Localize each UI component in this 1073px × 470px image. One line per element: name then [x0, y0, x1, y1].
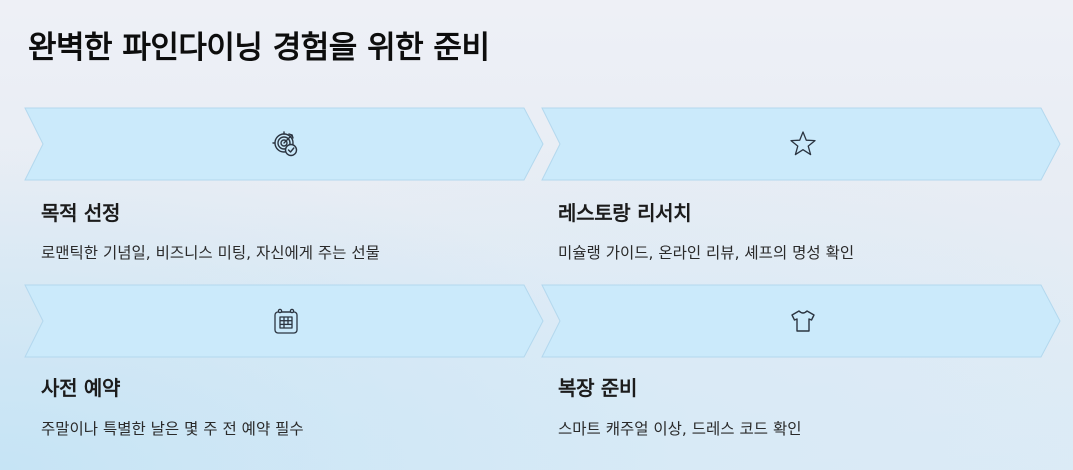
- step-heading: 사전 예약: [41, 376, 121, 400]
- chevron-banner: [24, 284, 544, 358]
- step-restaurant-research: 레스토랑 리서치 미슐랭 가이드, 온라인 리뷰, 셰프의 명성 확인: [541, 107, 1061, 262]
- chevron-banner: [541, 284, 1061, 358]
- step-heading: 목적 선정: [41, 201, 121, 225]
- step-purpose: 목적 선정 로맨틱한 기념일, 비즈니스 미팅, 자신에게 주는 선물: [24, 107, 544, 262]
- step-description: 미슐랭 가이드, 온라인 리뷰, 셰프의 명성 확인: [558, 244, 855, 262]
- step-description: 스마트 캐주얼 이상, 드레스 코드 확인: [558, 420, 802, 438]
- step-description: 로맨틱한 기념일, 비즈니스 미팅, 자신에게 주는 선물: [41, 244, 380, 262]
- chevron-shape: [24, 107, 544, 181]
- page-title: 완벽한 파인다이닝 경험을 위한 준비: [28, 30, 490, 66]
- star-icon: [790, 131, 816, 156]
- step-reservation: 사전 예약 주말이나 특별한 날은 몇 주 전 예약 필수: [24, 284, 544, 438]
- tshirt-icon: [791, 310, 815, 332]
- target-check-icon: [272, 131, 298, 157]
- step-heading: 레스토랑 리서치: [558, 201, 692, 225]
- step-heading: 복장 준비: [558, 376, 638, 400]
- chevron-banner: [541, 107, 1061, 181]
- step-dress-code: 복장 준비 스마트 캐주얼 이상, 드레스 코드 확인: [541, 284, 1061, 438]
- chevron-shape: [541, 284, 1061, 358]
- chevron-shape: [541, 107, 1061, 181]
- step-description: 주말이나 특별한 날은 몇 주 전 예약 필수: [41, 420, 304, 438]
- calendar-icon: [274, 308, 298, 334]
- chevron-banner: [24, 107, 544, 181]
